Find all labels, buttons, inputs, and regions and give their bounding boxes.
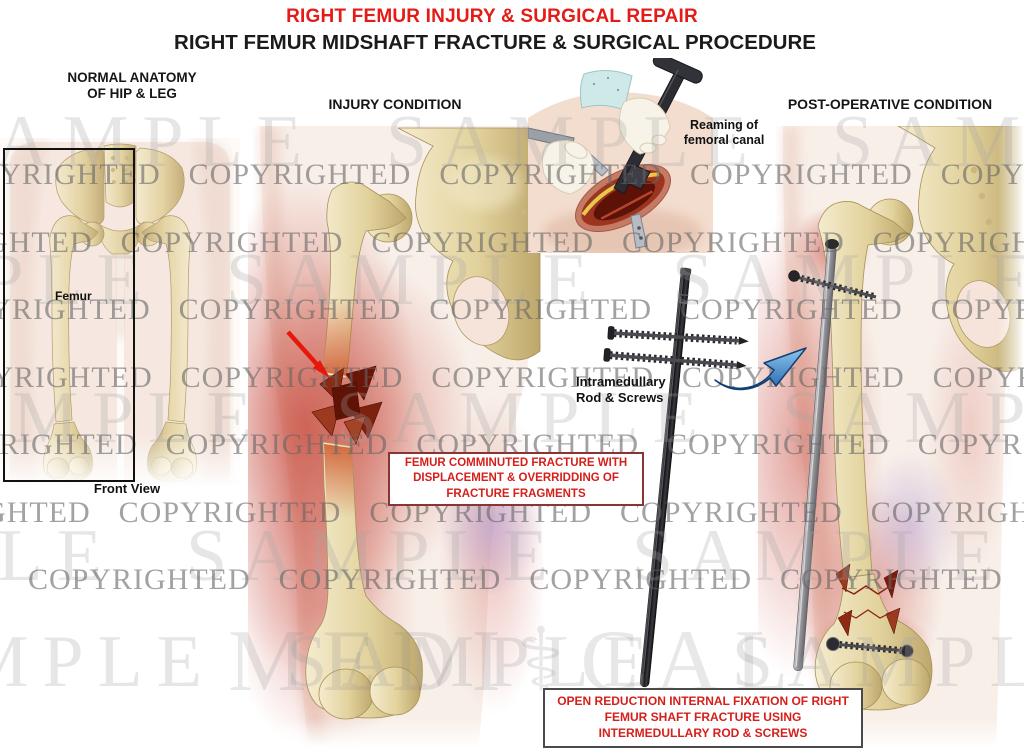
procedure-callout-line2: FEMUR SHAFT FRACTURE USING [604,710,802,725]
fracture-callout-line1: FEMUR COMMINUTED FRACTURE WITH [404,457,628,470]
rod-and-screws-illustration [603,267,749,688]
intramedullary-rod [639,267,692,688]
distal-locking-screw [826,637,914,658]
healing-fracture-site [835,563,901,637]
femur-highlight-frame [3,148,135,482]
sample-watermark-text: SAMPLE [0,621,216,703]
normal-anatomy-illustration [0,138,240,488]
rod-screws-label-line2: Rod & Screws [576,389,664,405]
femur-label: Femur [55,289,92,303]
rod-screws-label: Intramedullary Rod & Screws [576,374,712,405]
procedure-callout-line1: OPEN REDUCTION INTERNAL FIXATION OF RIGH… [557,694,849,709]
bone-screw [603,348,747,370]
procedure-callout-line3: INTERMEDULLARY ROD & SCREWS [598,725,808,740]
pelvis-bones [897,126,1024,372]
reaming-label-line1: Reaming of [689,118,759,132]
reaming-surgery-illustration [528,58,713,253]
page-title-line1: RIGHT FEMUR INJURY & SURGICAL REPAIR [286,6,698,27]
pelvis-bones [397,127,541,361]
proximal-locking-screw [788,270,877,301]
procedure-callout-box: OPEN REDUCTION INTERNAL FIXATION OF RIGH… [543,688,863,748]
fracture-callout-box: FEMUR COMMINUTED FRACTURE WITH DISPLACEM… [388,452,644,506]
sample-watermark-text: SAMPLE [0,515,116,597]
rod-screws-label-line1: Intramedullary [576,374,666,389]
inflamed-bone-lower [324,444,355,518]
retractor-instrument-lower [630,213,648,249]
normal-anatomy-heading-line1: NORMAL ANATOMY [67,70,197,85]
medical-watermark: MEDI⚕CAL [228,608,804,712]
repaired-femur-bone [814,198,933,711]
inflamed-bone-upper [323,296,354,376]
normal-anatomy-heading: NORMAL ANATOMY OF HIP & LEG [32,70,232,102]
injury-heading: INJURY CONDITION [328,96,462,112]
bone-screw [607,326,749,345]
copyrighted-watermark-text: COPYRIGHTED [0,496,91,529]
reaming-label: Reaming of femoral canal [663,118,785,148]
pelvis-bones [55,143,185,255]
surgeon-hands [541,70,671,195]
postop-heading: POST-OPERATIVE CONDITION [787,96,993,112]
copyrighted-watermark-text: COPYRIGHTED [28,563,251,596]
page-title-line2: RIGHT FEMUR MIDSHAFT FRACTURE & SURGICAL… [174,31,816,54]
normal-anatomy-heading-line2: OF HIP & LEG [87,85,177,101]
red-fracture-arrow-icon [286,330,330,378]
fracture-callout-line3: FRACTURE FRAGMENTS [446,487,586,500]
blue-transition-arrow-icon [714,347,807,391]
reaming-label-line2: femoral canal [683,133,765,147]
rod-entry-point [825,239,839,249]
fracture-fragments [311,365,383,445]
medical-watermark-text: MEDI [228,613,517,710]
fracture-callout-line2: DISPLACEMENT & OVERRIDDING OF [413,472,619,485]
front-view-caption: Front View [93,481,161,496]
